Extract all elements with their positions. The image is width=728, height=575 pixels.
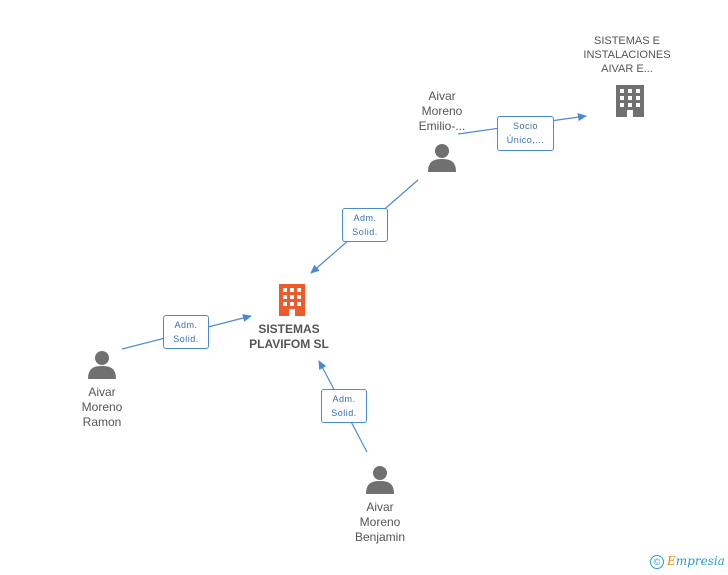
edge-label-adm-solid-emilio[interactable]: Adm. Solid. xyxy=(342,208,388,242)
copyright-icon: © xyxy=(650,554,664,569)
node-label-line: Benjamin xyxy=(354,530,406,544)
person-icon xyxy=(428,144,456,172)
building-icon xyxy=(616,85,644,117)
edge-label-line: Adm. xyxy=(174,320,198,330)
node-label-line: Aivar xyxy=(366,500,394,514)
brand-initial: E xyxy=(667,554,676,568)
edge-label-line: Adm. xyxy=(332,394,356,404)
empresia-watermark: ©Empresia xyxy=(650,554,725,569)
edge-label-line: Adm. xyxy=(353,213,377,223)
node-label-center[interactable]: SISTEMAS PLAVIFOM SL xyxy=(234,322,344,352)
node-label-line: Moreno xyxy=(421,104,463,118)
edge-label-adm-solid-ramon[interactable]: Adm. Solid. xyxy=(163,315,209,349)
edge-label-line: Único,... xyxy=(506,135,545,145)
brand-logo: Empresia xyxy=(667,554,725,568)
node-label-line: INSTALACIONES xyxy=(583,49,671,61)
node-label-line: Emilio-... xyxy=(418,119,466,133)
node-label-line: SISTEMAS E xyxy=(593,35,661,47)
person-icon xyxy=(88,351,116,379)
node-label-line: Moreno xyxy=(359,515,401,529)
edge-label-line: Socio xyxy=(512,121,538,131)
edge-label-line: Solid. xyxy=(352,227,378,237)
node-label-company-top[interactable]: SISTEMAS E INSTALACIONES AIVAR E... xyxy=(572,34,682,76)
edge-label-line: Solid. xyxy=(173,334,199,344)
node-label-person-benjamin[interactable]: Aivar Moreno Benjamin xyxy=(338,500,422,545)
node-label-line: Aivar xyxy=(88,385,116,399)
node-label-line: Ramon xyxy=(82,415,122,429)
node-label-line: SISTEMAS xyxy=(258,322,320,336)
brand-rest: mpresia xyxy=(675,554,725,568)
node-label-line: AIVAR E... xyxy=(601,63,653,75)
edge-label-adm-solid-benjamin[interactable]: Adm. Solid. xyxy=(321,389,367,423)
person-icon xyxy=(366,466,394,494)
node-label-person-emilio[interactable]: Aivar Moreno Emilio-... xyxy=(400,89,484,134)
edge-label-socio-unico[interactable]: Socio Único,... xyxy=(497,116,554,151)
edge-label-line: Solid. xyxy=(331,408,357,418)
node-label-person-ramon[interactable]: Aivar Moreno Ramon xyxy=(60,385,144,430)
node-label-line: Aivar xyxy=(428,89,456,103)
node-label-line: PLAVIFOM SL xyxy=(249,337,329,351)
node-label-line: Moreno xyxy=(81,400,123,414)
building-icon xyxy=(279,284,305,316)
